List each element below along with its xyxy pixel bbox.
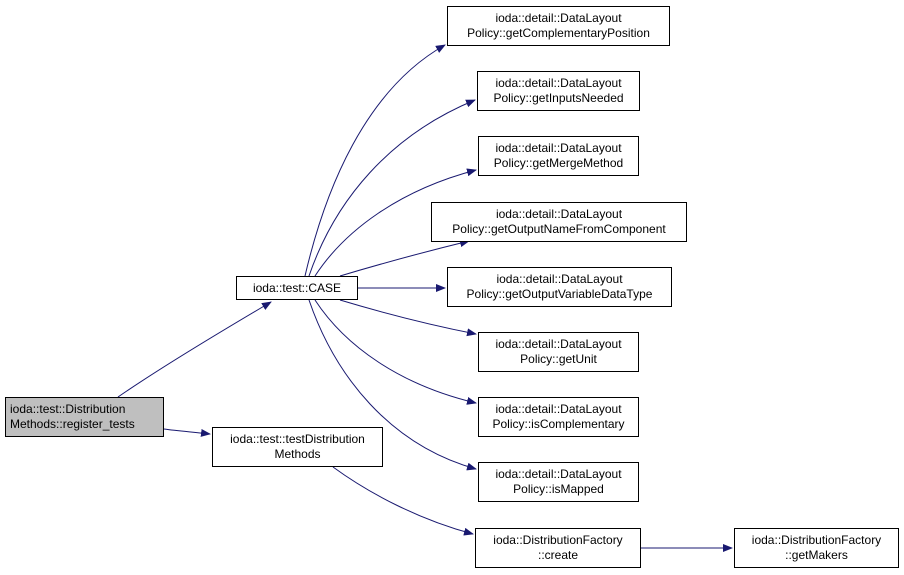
edge-case-to-getInputsNeeded	[308, 99, 476, 277]
edge-case-to-getMergeMethod	[314, 168, 477, 277]
edge-case-to-isMapped	[308, 299, 477, 471]
node-label-line: Policy::getOutputNameFromComponent	[452, 222, 666, 236]
node-label-line: ioda::detail::DataLayout	[495, 141, 622, 155]
node-label-line: ioda::detail::DataLayout	[495, 76, 622, 90]
node-label-line: Policy::isMapped	[513, 482, 604, 496]
edge-register_tests-to-case	[117, 301, 272, 398]
node-case[interactable]: ioda::test::CASE	[236, 276, 358, 300]
node-label-line: ioda::detail::DataLayout	[495, 337, 622, 351]
node-label-line: Policy::getInputsNeeded	[493, 91, 624, 105]
node-label-line: Methods::register_tests	[10, 417, 135, 431]
node-getMakers[interactable]: ioda::DistributionFactory::getMakers	[734, 528, 899, 568]
node-label-line: ioda::detail::DataLayout	[495, 467, 622, 481]
node-label-line: ioda::DistributionFactory	[751, 533, 882, 547]
node-label-line: ioda::detail::DataLayout	[496, 272, 623, 286]
edge-case-to-getOutputNameFromComponent	[339, 239, 470, 277]
node-label-line: Policy::getComplementaryPosition	[467, 26, 650, 40]
edge-register_tests-to-testDistributionMethods	[163, 428, 211, 437]
node-label-line: ioda::detail::DataLayout	[495, 207, 623, 221]
node-label-line: ioda::test::testDistribution	[230, 432, 365, 446]
node-label-line: Methods	[274, 447, 321, 461]
node-label-line: ioda::test::CASE	[252, 280, 342, 295]
edge-case-to-isComplementary	[314, 299, 477, 405]
node-label-line: Policy::getOutputVariableDataType	[466, 287, 653, 301]
node-label-line: ::create	[537, 548, 579, 562]
node-label-line: ::getMakers	[785, 548, 848, 562]
node-label-line: ioda::detail::DataLayout	[495, 11, 622, 25]
node-label-line: ioda::DistributionFactory	[493, 533, 623, 547]
node-label-line: Policy::getMergeMethod	[493, 156, 624, 170]
node-label-line: ioda::detail::DataLayout	[495, 402, 622, 416]
edge-case-to-getComplementaryPosition	[304, 44, 446, 277]
edge-case-to-getUnit	[339, 299, 477, 337]
node-label-line: ioda::test::Distribution	[10, 402, 126, 416]
node-label-line: Policy::isComplementary	[492, 417, 625, 431]
node-label-line: Policy::getUnit	[520, 352, 597, 366]
node-create[interactable]: ioda::DistributionFactory::create	[475, 528, 641, 568]
edge-testDistributionMethods-to-create	[332, 466, 474, 536]
